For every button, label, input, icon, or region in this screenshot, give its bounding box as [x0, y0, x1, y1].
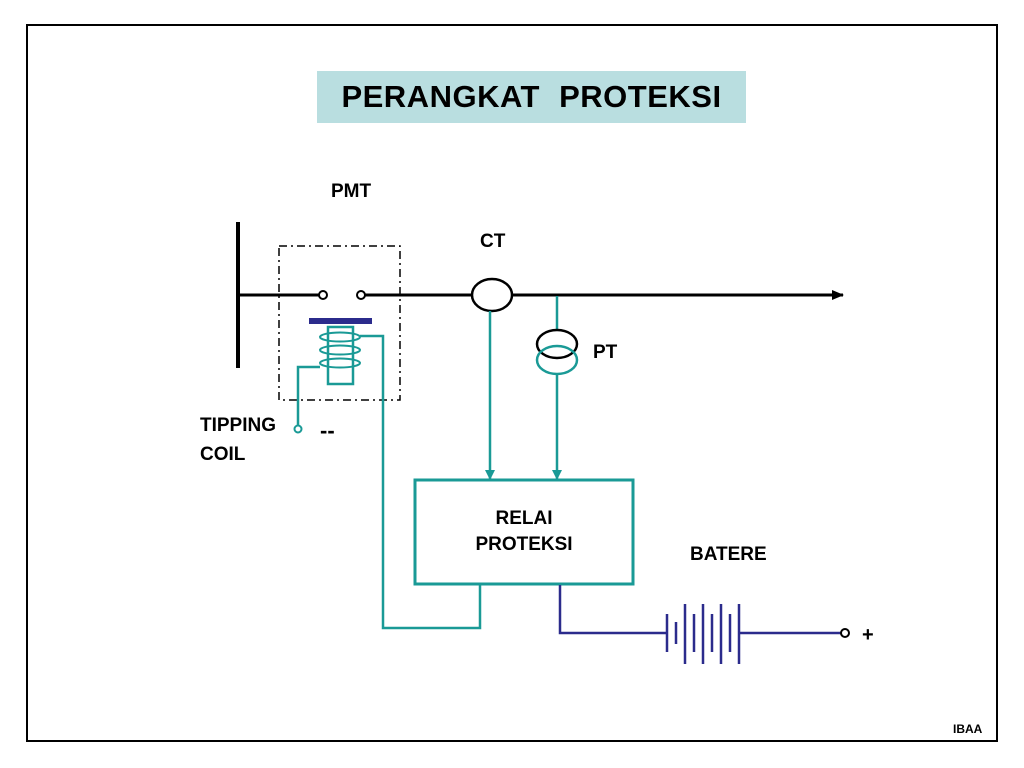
trip-plunger-bar	[309, 318, 372, 324]
positive-terminal	[840, 628, 850, 638]
pt-label: PT	[593, 342, 618, 363]
coil-winding-2	[319, 344, 361, 356]
relay-label-line1: RELAI	[496, 508, 553, 529]
coil-winding-3	[319, 357, 361, 369]
title-box: PERANGKAT PROTEKSI	[317, 71, 746, 123]
slide-frame	[26, 24, 998, 742]
tipping-coil-label-line1: TIPPING	[200, 415, 276, 436]
battery-symbol	[665, 604, 741, 664]
pmt-label: PMT	[331, 181, 372, 202]
battery-label: BATERE	[690, 544, 767, 565]
pmt-enclosure	[278, 245, 401, 401]
breaker-contact-left	[318, 290, 328, 300]
footer-label: IBAA	[953, 722, 983, 736]
relay-box	[413, 478, 635, 586]
tipping-coil-label-line2: COIL	[200, 444, 246, 465]
tripping-coil-core	[326, 325, 355, 386]
page-title: PERANGKAT PROTEKSI	[341, 79, 722, 114]
tipping-coil-terminal	[293, 424, 303, 434]
coil-left-lead	[296, 365, 320, 426]
relay-label-line2: PROTEKSI	[475, 534, 572, 555]
plus-label: +	[862, 624, 874, 646]
ct-label: CT	[480, 231, 506, 252]
pt-primary-winding	[535, 328, 579, 360]
breaker-contact-right	[356, 290, 366, 300]
ct-symbol	[470, 277, 514, 313]
coil-right-lead	[360, 334, 482, 630]
minus-label: --	[320, 418, 335, 443]
relay-battery-wire	[558, 585, 667, 635]
